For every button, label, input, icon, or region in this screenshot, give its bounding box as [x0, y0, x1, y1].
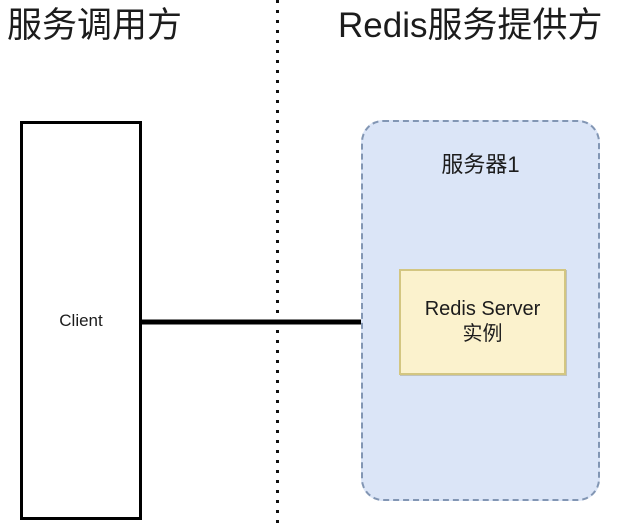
client-box: Client: [20, 121, 142, 520]
redis-instance-label-line1: Redis Server: [424, 298, 541, 320]
heading-redis-provider: Redis服务提供方: [338, 6, 603, 45]
heading-service-caller: 服务调用方: [7, 6, 183, 45]
redis-server-instance-box: Redis Server 实例: [399, 269, 566, 375]
section-divider-dotted: [276, 0, 279, 528]
server-title: 服务器1: [441, 152, 520, 177]
redis-instance-label-line2: 实例: [462, 323, 503, 345]
client-label: Client: [59, 311, 103, 330]
